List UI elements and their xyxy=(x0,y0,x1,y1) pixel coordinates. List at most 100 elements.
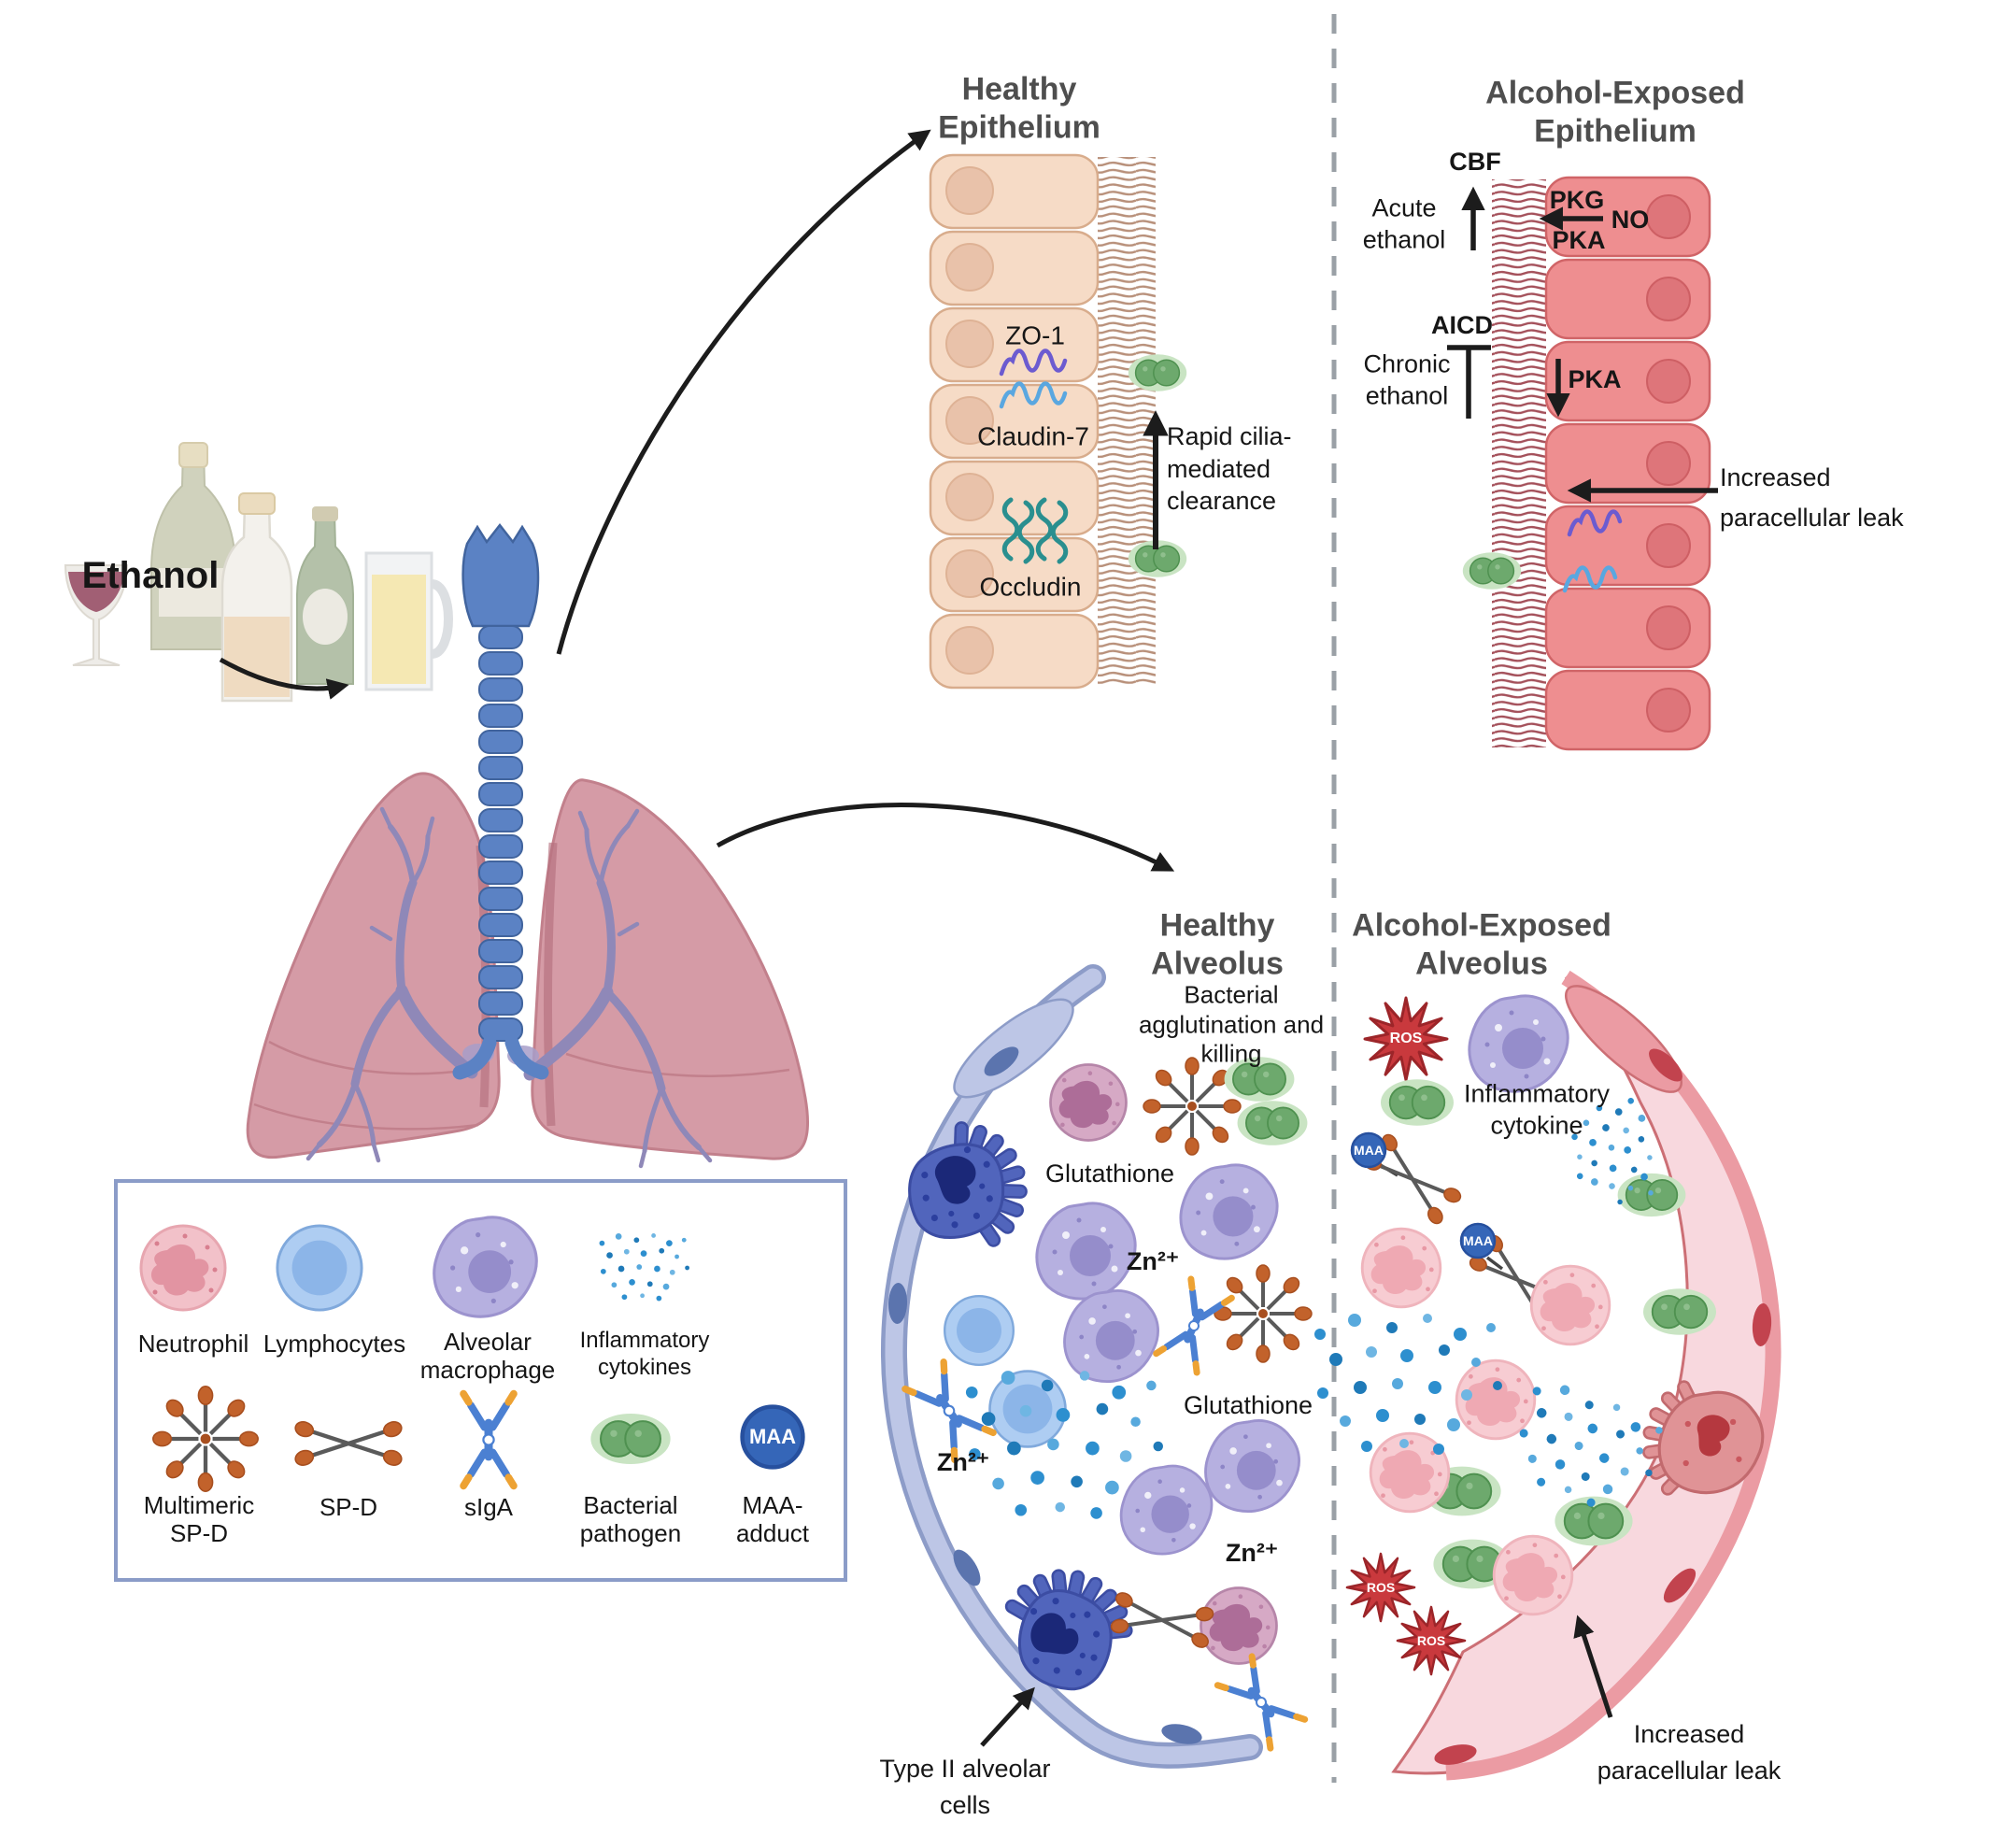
pkg-label: PKG xyxy=(1549,186,1605,215)
alveolar-macrophage-icon xyxy=(1035,1202,1137,1301)
alveolar-wall-alcohol-lining xyxy=(1445,970,1782,1781)
siga-icon xyxy=(905,1362,993,1460)
lymphocyte-icon xyxy=(944,1294,1015,1367)
ros-badge-label: ROS xyxy=(1366,1580,1396,1595)
chronic-ethanol-label: Chronic ethanol xyxy=(1363,349,1451,409)
legend-label-spd: SP-D xyxy=(319,1492,378,1521)
aicd-label: AICD xyxy=(1431,311,1493,340)
inhibition-bar-aicd xyxy=(1447,345,1491,419)
legend-maa-badge-label: MAA xyxy=(748,1425,797,1448)
healthy-epithelium-panel xyxy=(929,153,1187,690)
alveolar-wall-healthy xyxy=(885,968,1259,1765)
trachea xyxy=(452,522,549,1080)
bacterial-pathogen-icon xyxy=(1128,353,1187,392)
legend-label-maa-adduct: MAA-adduct xyxy=(735,1491,810,1547)
wall-cell-nuclei-alcohol xyxy=(1434,1048,1772,1765)
spd-icon xyxy=(1106,1587,1218,1653)
legend-box xyxy=(114,1179,847,1582)
neutrophil-icon xyxy=(1200,1586,1278,1665)
arrow-lung-to-epithelium xyxy=(556,129,931,655)
legend-bacteria-icon xyxy=(589,1412,672,1466)
healthy-alveolus-panel xyxy=(880,964,1313,1769)
right-lung xyxy=(531,778,810,1160)
legend-lymphocyte-icon xyxy=(276,1224,363,1312)
glutathione-label: Glutathione xyxy=(1044,1159,1175,1188)
healthy-alveolus-title: Healthy Alveolus xyxy=(1151,907,1284,982)
ethanol-drinks-illustration xyxy=(64,442,453,703)
legend-label-bacterial-pathogen: Bacterial pathogen xyxy=(579,1491,682,1547)
claudin7-protein-icon xyxy=(999,381,1068,409)
arrow-type2-cells xyxy=(980,1686,1035,1747)
beer-bottle-icon xyxy=(296,506,354,685)
ethanol-label: Ethanol xyxy=(81,555,220,596)
wall-cell-nuclei-healthy xyxy=(887,1046,1202,1744)
bacterial-pathogen-icon xyxy=(1642,1287,1717,1336)
legend-neutrophil-icon xyxy=(139,1224,227,1312)
bacterial-pathogen-icon xyxy=(1236,1100,1309,1146)
beer-mug-icon xyxy=(364,551,453,691)
legend-label-macrophage: Alveolar macrophage xyxy=(419,1328,556,1384)
bronchial-tree xyxy=(305,806,713,1169)
bacterial-pathogen-icon xyxy=(1462,551,1522,590)
paracellular-leak-bottom-label: Increased paracellular leak xyxy=(1597,1719,1782,1785)
cilia-healthy xyxy=(1098,157,1156,686)
legend-label-neutrophil: Neutrophil xyxy=(137,1329,249,1358)
wine-icon xyxy=(68,572,124,612)
no-label: NO xyxy=(1611,206,1650,235)
alveolar-macrophage-icon xyxy=(1468,994,1569,1093)
siga-icon xyxy=(1157,1279,1232,1373)
cilia-clearance-label: Rapid cilia-mediated clearance xyxy=(1167,422,1292,516)
liquor-bottle-icon xyxy=(220,492,293,703)
arrow-lung-to-alveolus xyxy=(716,803,1175,872)
glutathione-label: Glutathione xyxy=(1183,1391,1313,1420)
zinc-label: Zn²⁺ xyxy=(936,1448,990,1477)
neutrophil-icon xyxy=(1492,1534,1574,1616)
alcohol-epithelium-title: Alcohol-Exposed Epithelium xyxy=(1485,75,1745,149)
zo1-protein-icon xyxy=(1567,509,1623,537)
cbf-label: CBF xyxy=(1449,148,1501,177)
maa-badge-label: MAA xyxy=(1463,1233,1493,1248)
zinc-label: Zn²⁺ xyxy=(1126,1247,1180,1276)
agglutination-label: Bacterial agglutination and killing xyxy=(1138,980,1325,1068)
larynx xyxy=(461,522,540,628)
acute-ethanol-label: Acute ethanol xyxy=(1362,193,1446,253)
alveolar-macrophage-icon xyxy=(1179,1163,1279,1260)
alveolar-macrophage-icon xyxy=(1063,1289,1159,1384)
zinc-label: Zn²⁺ xyxy=(1225,1539,1279,1568)
zo1-label: ZO-1 xyxy=(1005,320,1065,350)
occludin-protein-icon xyxy=(1001,497,1069,564)
alcohol-alveolus-panel xyxy=(1314,970,1782,1781)
multimeric-spd-icon xyxy=(1142,1056,1242,1157)
alcohol-alveolus-title: Alcohol-Exposed Alveolus xyxy=(1352,907,1611,982)
legend-label-multimeric-spd: Multimeric SP-D xyxy=(143,1491,255,1547)
pka-label: PKA xyxy=(1552,226,1606,255)
claudin7-protein-icon xyxy=(1562,565,1618,593)
inflammatory-cytokine-label: Inflammatory cytokine xyxy=(1463,1079,1611,1139)
paracellular-leak-label: Increased paracellular leak xyxy=(1720,463,1904,533)
maa-badge-label: MAA xyxy=(1354,1143,1384,1158)
occludin-label: Occludin xyxy=(979,572,1082,602)
left-lung xyxy=(246,772,501,1159)
multimeric-spd-icon xyxy=(1213,1263,1313,1364)
legend-label-lymphocytes: Lymphocytes xyxy=(263,1329,406,1358)
neutrophil-icon xyxy=(1360,1227,1442,1309)
alcohol-epithelium-panel xyxy=(1447,176,1718,751)
lungs-illustration xyxy=(246,522,810,1169)
type2-cells-label: Type II alveolar cells xyxy=(879,1754,1051,1819)
healthy-epithelium-title: Healthy Epithelium xyxy=(938,71,1100,146)
neutrophil-icon xyxy=(1529,1264,1611,1346)
alveolar-macrophage-icon xyxy=(1119,1464,1214,1556)
champagne-bottle-icon xyxy=(150,442,236,650)
ros-badge-label: ROS xyxy=(1389,1031,1423,1046)
arrow-ethanol-to-lung xyxy=(219,657,349,700)
legend-multimeric-spd-icon xyxy=(153,1387,258,1491)
claudin7-label: Claudin-7 xyxy=(977,421,1089,451)
ros-badge-label: ROS xyxy=(1416,1633,1446,1648)
cilia-alcohol xyxy=(1492,179,1546,747)
legend-label-cytokines: Inflammatory cytokines xyxy=(579,1328,710,1380)
pka-down-label: PKA xyxy=(1568,365,1622,394)
siga-icon xyxy=(1217,1657,1304,1748)
type1-cell-alcohol xyxy=(1564,985,1683,1093)
neutrophil-icon xyxy=(1049,1063,1128,1142)
